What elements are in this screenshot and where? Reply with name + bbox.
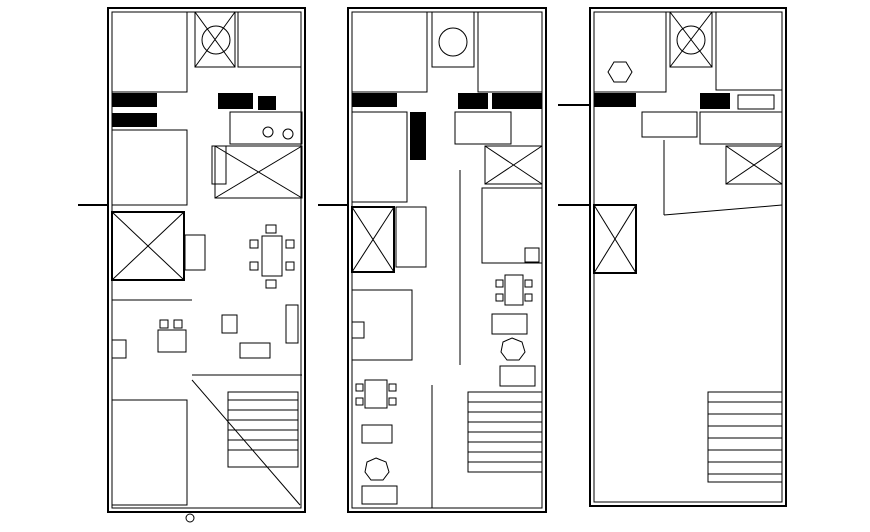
bedroom xyxy=(111,11,188,93)
armchairs xyxy=(499,365,536,387)
sink-counter xyxy=(737,94,775,110)
bedroom xyxy=(237,11,302,68)
corridor xyxy=(641,111,698,138)
stove-icon xyxy=(524,247,540,263)
spiral-stair-well xyxy=(669,11,713,68)
stove-icon xyxy=(111,339,127,359)
room xyxy=(593,11,667,93)
outer-wall xyxy=(589,7,787,507)
skylight xyxy=(725,145,783,185)
bathroom xyxy=(454,111,512,145)
kitchen xyxy=(481,187,543,264)
kitchen-table xyxy=(157,319,187,353)
planter xyxy=(211,145,227,185)
kitchen-table xyxy=(355,379,397,409)
closet xyxy=(112,93,157,127)
bathroom xyxy=(184,234,206,271)
floor-plan-3 xyxy=(558,7,787,507)
toilet-icon xyxy=(262,126,274,138)
courtyard xyxy=(484,145,543,185)
floor-plan-2 xyxy=(318,7,547,513)
bedroom xyxy=(351,111,408,203)
stair-treads xyxy=(708,401,782,475)
bedroom xyxy=(111,129,188,206)
round-table xyxy=(607,61,633,83)
sink-icon xyxy=(282,128,294,140)
stove-icon xyxy=(351,321,365,339)
outer-wall xyxy=(347,7,547,513)
stair-treads xyxy=(468,401,542,463)
closet xyxy=(594,93,636,107)
staircase-void xyxy=(111,211,185,281)
outer-wall xyxy=(107,7,306,513)
spiral-stair-icon xyxy=(676,25,706,55)
spiral-stair-well xyxy=(431,11,475,68)
bedroom xyxy=(111,399,188,506)
floor-plan-1 xyxy=(78,7,306,523)
armchairs xyxy=(491,313,528,335)
closet xyxy=(352,93,397,107)
bathroom xyxy=(229,111,303,145)
inner-wall xyxy=(593,11,783,503)
bathroom xyxy=(395,206,427,268)
armchairs xyxy=(361,485,398,505)
spiral-stair-icon xyxy=(201,25,231,55)
inner-wall xyxy=(351,11,543,509)
dining-table xyxy=(249,224,295,289)
living-sofa xyxy=(221,304,299,359)
spiral-stair-icon xyxy=(438,27,468,57)
bathroom xyxy=(699,111,783,145)
spiral-stair-well xyxy=(194,11,236,68)
armchairs xyxy=(361,424,393,444)
axis-marker xyxy=(185,513,195,523)
closet xyxy=(218,93,253,109)
kitchen xyxy=(351,289,413,361)
staircase xyxy=(707,391,783,483)
closet xyxy=(410,112,426,160)
round-table xyxy=(364,457,390,481)
inner-wall xyxy=(111,11,302,509)
courtyard xyxy=(214,145,303,199)
bedroom xyxy=(477,11,543,93)
staircase-void xyxy=(593,204,637,274)
room xyxy=(715,11,783,91)
closet xyxy=(700,93,730,109)
dining-table xyxy=(495,274,533,306)
staircase-void xyxy=(351,206,395,273)
closet xyxy=(492,93,542,109)
stair-treads xyxy=(228,399,298,451)
closet xyxy=(258,96,276,110)
closet xyxy=(458,93,488,109)
bedroom xyxy=(351,11,428,93)
round-table xyxy=(500,337,526,361)
